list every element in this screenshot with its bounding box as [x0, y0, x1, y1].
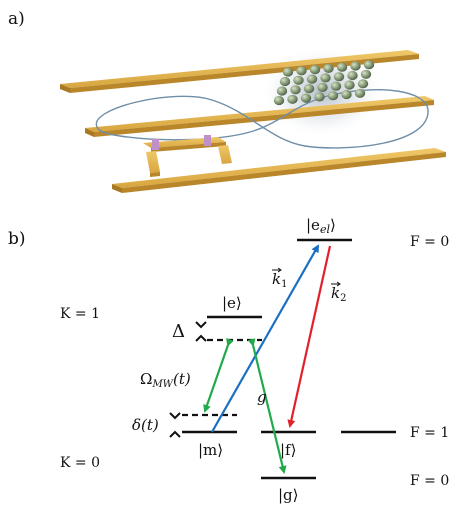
atom	[354, 88, 366, 98]
atom	[287, 94, 298, 104]
delta-t-bracket	[169, 412, 181, 438]
junction-right	[204, 135, 211, 146]
atom	[273, 95, 285, 106]
panel-b-label: b)	[8, 229, 26, 249]
label-e-el: |eel⟩	[306, 216, 336, 236]
rail-bottom	[112, 148, 446, 193]
atom-array	[273, 60, 375, 106]
atom	[327, 91, 339, 101]
label-g-coupling: g	[257, 388, 267, 406]
atom	[357, 79, 369, 89]
atom	[323, 63, 334, 73]
panel-a-label: a)	[8, 9, 25, 29]
coupling-g-arrow	[247, 338, 287, 474]
microwave-arrow	[203, 338, 234, 413]
label-k1: k1	[272, 267, 287, 290]
atom	[350, 61, 361, 71]
delta-bracket	[195, 321, 207, 342]
atom	[282, 67, 294, 77]
label-F0-top: F = 0	[410, 234, 449, 250]
atom	[344, 80, 355, 90]
label-m: |m⟩	[198, 441, 223, 459]
atom	[303, 84, 315, 94]
atom	[306, 74, 318, 84]
svg-text:k2: k2	[331, 284, 346, 304]
resonator	[143, 135, 232, 177]
atom	[347, 70, 358, 81]
microwave-waveguide-loop	[95, 89, 429, 149]
label-e: |e⟩	[222, 294, 242, 312]
label-delta-t: δ(t)	[132, 416, 159, 434]
atom	[290, 85, 301, 95]
transitions	[203, 244, 332, 474]
rail-middle	[85, 96, 434, 137]
atom	[293, 75, 304, 85]
atom	[320, 73, 331, 83]
atom	[300, 93, 312, 103]
svg-text:k1: k1	[272, 270, 287, 290]
atom	[279, 76, 291, 87]
atom	[296, 66, 307, 76]
label-Delta: Δ	[172, 321, 185, 342]
label-K0: K = 0	[60, 455, 100, 471]
atom	[333, 72, 345, 82]
atom	[336, 62, 348, 72]
atom	[276, 86, 288, 96]
label-F0-bottom: F = 0	[410, 473, 449, 489]
atom	[341, 89, 352, 100]
label-F1: F = 1	[410, 425, 449, 441]
rail-top	[60, 50, 419, 93]
atom	[317, 82, 328, 92]
atom	[309, 65, 321, 75]
junction-left	[152, 139, 159, 150]
label-k2: k2	[331, 281, 346, 304]
atom	[314, 92, 325, 102]
label-Omega-MW: ΩMW(t)	[140, 370, 191, 390]
atom	[360, 69, 372, 79]
label-g: |g⟩	[278, 486, 299, 504]
chip-illustration	[60, 46, 446, 193]
atom	[363, 60, 375, 70]
atom	[330, 81, 342, 91]
label-f: |f⟩	[280, 441, 296, 459]
label-K1: K = 1	[60, 306, 100, 322]
k2-beam-arrow	[287, 245, 332, 428]
